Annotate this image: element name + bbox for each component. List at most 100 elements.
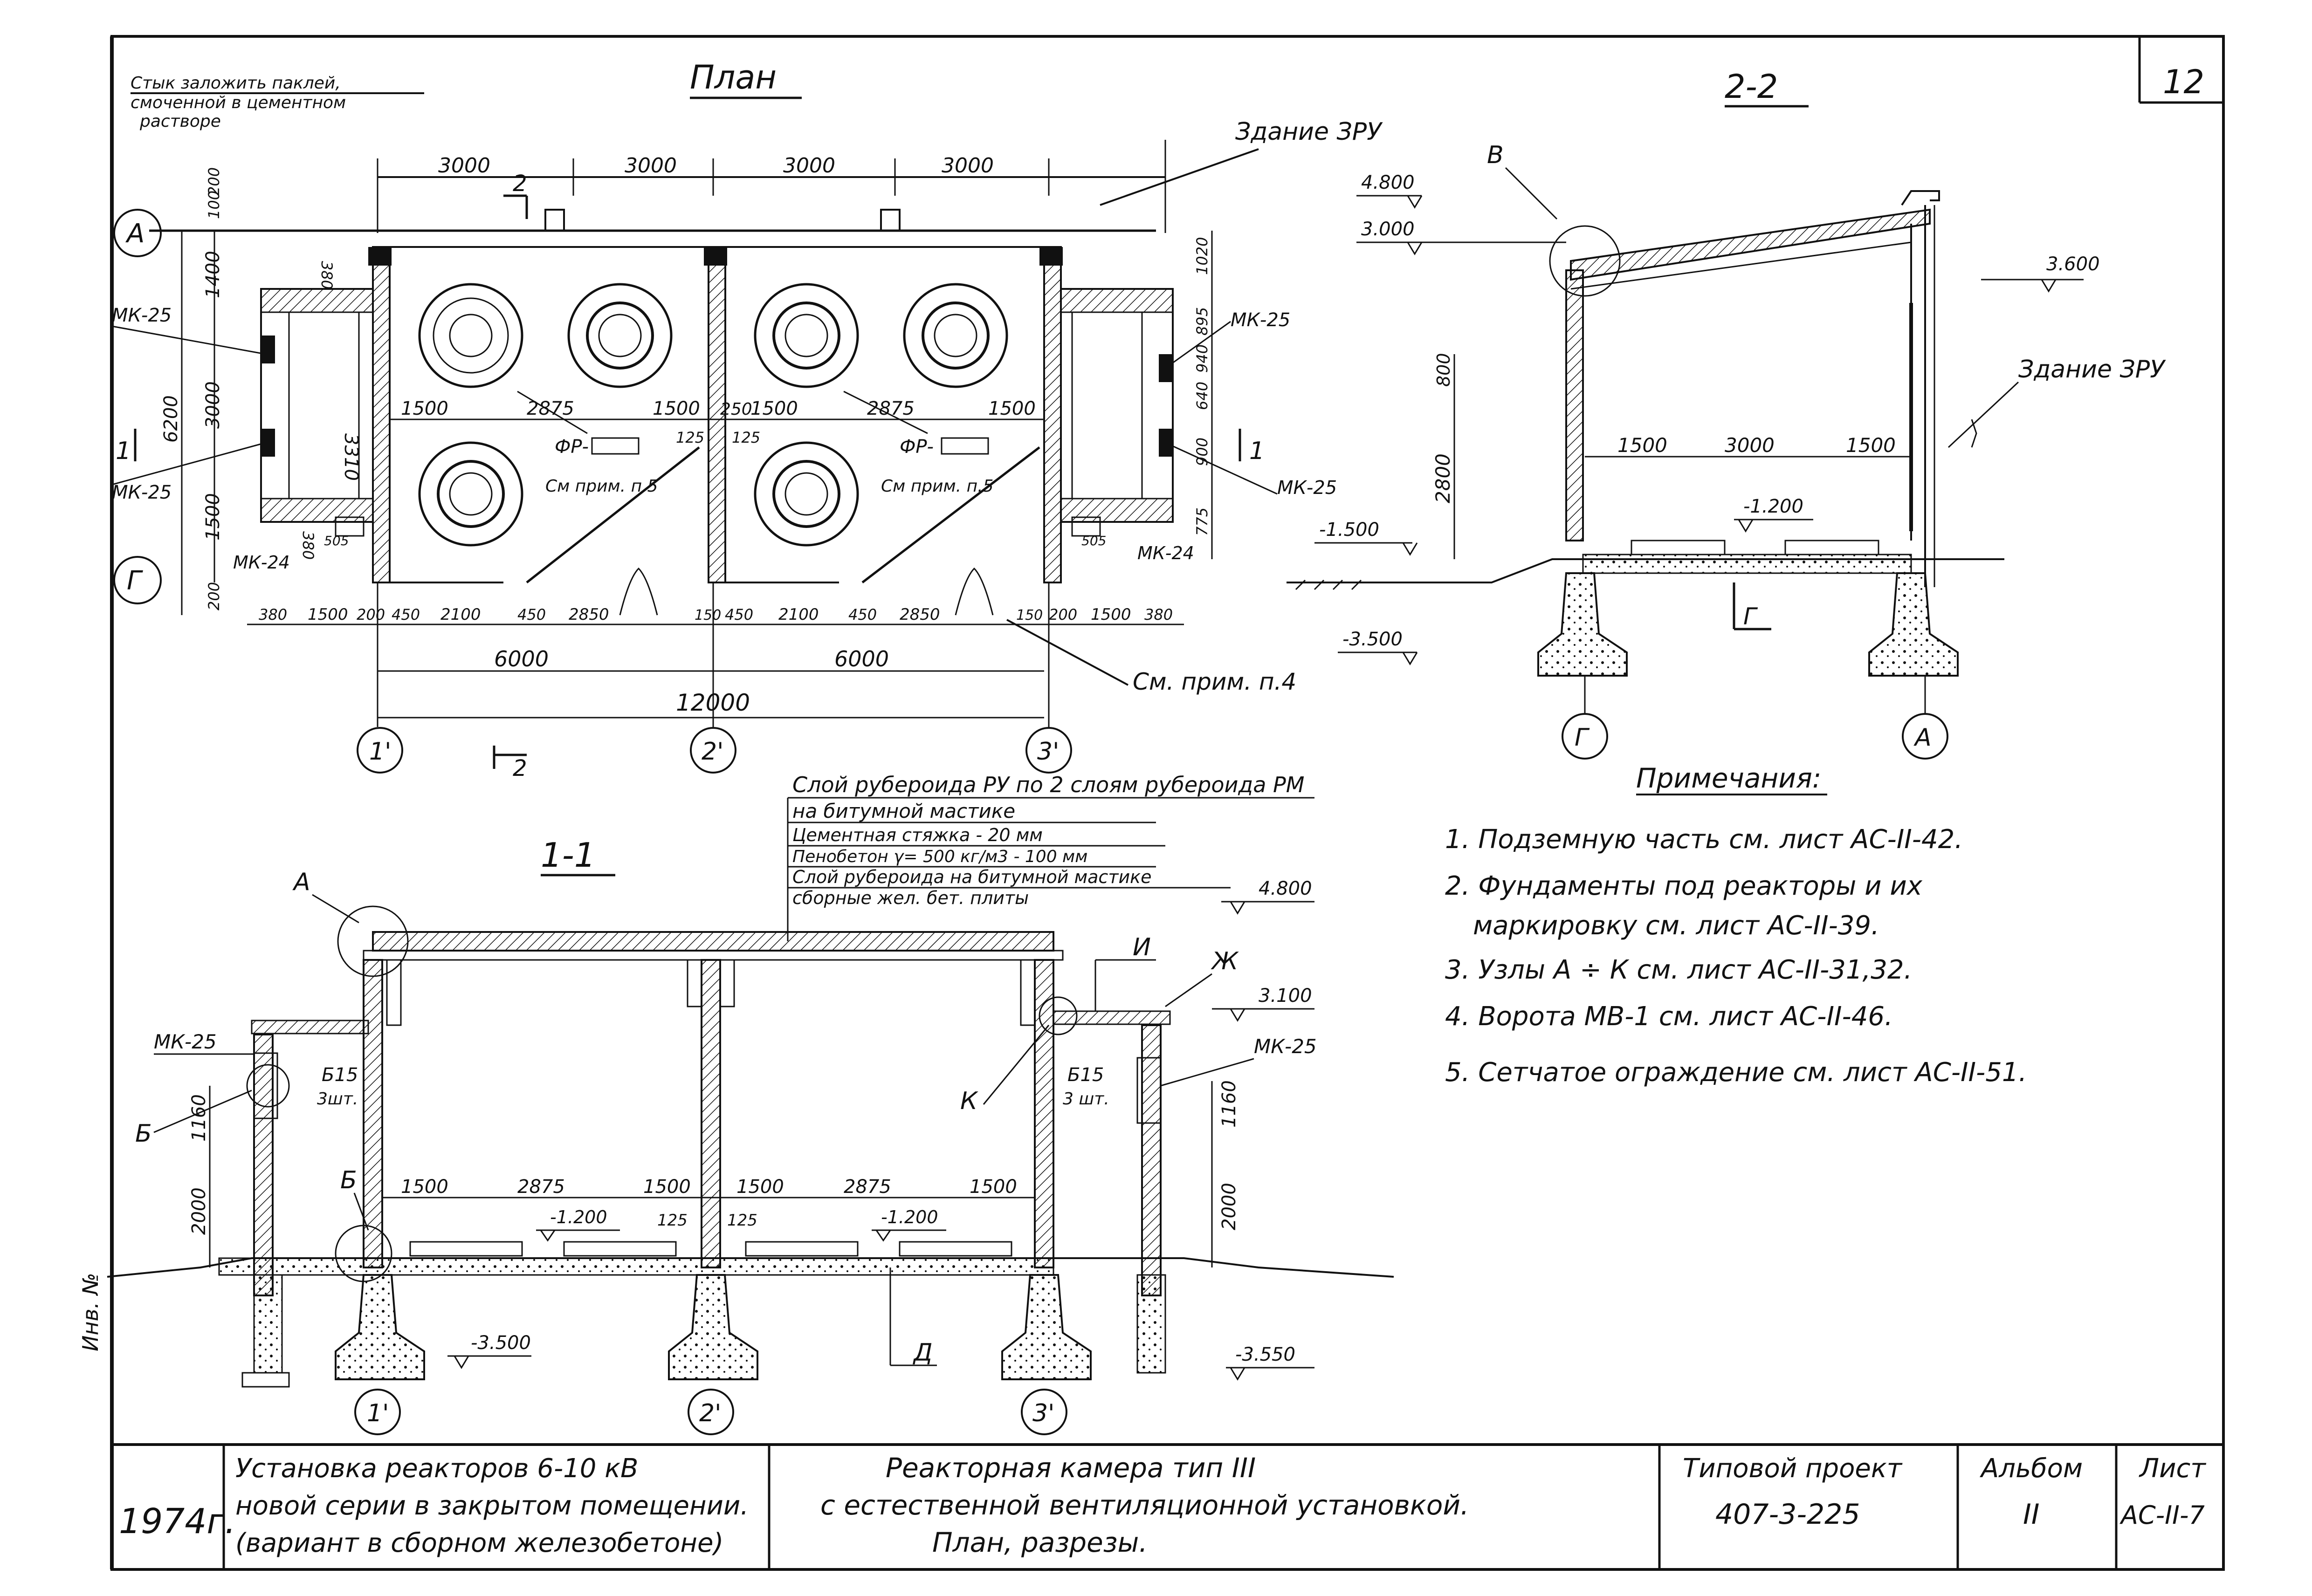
plan-title: План (690, 58, 777, 96)
plan-axis-2: 2' (702, 738, 723, 766)
section22-level-4: -1.500 (1319, 519, 1379, 541)
section22-building-label: Здание ЗРУ (2018, 356, 2166, 384)
plan-view: План Здание ЗРУ 3000 3000 3000 3000 2 (111, 58, 1383, 781)
corner-note-line-2: смоченной в цементном (131, 93, 346, 112)
plan-mk-5: МК-25 (1277, 477, 1337, 499)
plan-inner-dim: 3310 (340, 433, 362, 481)
title-left-3: (вариант в сборном железобетоне) (235, 1528, 723, 1558)
section11-inner-b-1: 125 (657, 1211, 688, 1230)
reactor-5 (903, 283, 1008, 388)
section11-title: 1-1 (541, 836, 596, 875)
plan-left-dim-4: 3000 (202, 381, 224, 429)
plan-small-dim-4: 505 (1081, 533, 1106, 548)
layer-6: сборные жел. бет. плиты (792, 888, 1029, 908)
section22-axis-a: А (1913, 724, 1932, 752)
section22-dim-1: 1500 (1617, 434, 1667, 457)
section11-node-i: И (1133, 933, 1151, 961)
plan-left-dim-5: 6200 (160, 395, 182, 443)
title-project-label: Типовой проект (1683, 1453, 1903, 1484)
section22-axis-g: Г (1575, 724, 1590, 752)
plan-top-dim-2: 3000 (625, 154, 677, 178)
plan-inner-a-7: 1500 (988, 398, 1036, 419)
section11-axis-3: 3' (1032, 1399, 1054, 1427)
plan-right-dim-2: 895 (1193, 307, 1211, 336)
title-album-value: II (2023, 1498, 2039, 1531)
section11-b15-1: Б15 (322, 1064, 358, 1086)
reactor-6 (754, 441, 859, 547)
margin-text: Инв. № (78, 1273, 103, 1351)
roof-layers: Слой рубероида РУ по 2 слоям рубероида Р… (787, 772, 1314, 941)
plan-mk-4: МК-25 (1231, 309, 1290, 331)
plan-right-dim-5: 900 (1193, 438, 1211, 466)
sheet-number: 12 (2163, 63, 2204, 101)
plan-top-dim-3: 3000 (783, 154, 835, 178)
section11-axis-2: 2' (699, 1399, 721, 1427)
reactor-1 (418, 283, 523, 388)
section22-node: В (1487, 141, 1504, 169)
title-project-number: 407-3-225 (1715, 1498, 1860, 1531)
note-2b: маркировку см. лист АС-II-39. (1473, 911, 1879, 941)
section11-mk-2: МК-25 (1254, 1035, 1317, 1058)
section22-level-2: 3.000 (1361, 219, 1415, 240)
section11-inner-1: 1500 (401, 1176, 448, 1198)
plan-inner-b-1: 125 (676, 429, 704, 446)
section22-dim-5: 2800 (1431, 453, 1454, 503)
plan-mk-3: МК-24 (233, 552, 290, 573)
plan-right-dim-6: 775 (1193, 507, 1211, 536)
section11-node-d: Д (913, 1339, 933, 1367)
title-center-2: с естественной вентиляционной установкой… (820, 1489, 1469, 1521)
section11-inner-3: 1500 (643, 1176, 691, 1198)
section11-inner-6: 1500 (970, 1176, 1017, 1198)
plan-bottom-dim-3: 200 (357, 606, 385, 623)
section-2-2: 2-2 В 4.800 3.000 3.600 Здание ЗРУ 1500 … (1287, 68, 2166, 760)
section11-dim-right-2: 2000 (1218, 1183, 1240, 1230)
sheet-frame (110, 35, 2225, 1571)
plan-inner-b-2: 125 (732, 429, 760, 446)
plan-small-dim-3: 505 (324, 533, 349, 548)
plan-bottom-dim-8: 150 (695, 607, 721, 623)
reactor-3 (418, 441, 523, 547)
note-5: 5. Сетчатое ограждение см. лист АС-II-51… (1445, 1057, 2027, 1088)
plan-note-gate: См. прим. п.4 (1133, 668, 1296, 695)
plan-row-axis-g: Г (127, 566, 143, 596)
plan-note-1: См прим. п.5 (545, 477, 658, 496)
plan-mk-2: МК-25 (112, 482, 172, 503)
plan-inner-a-4: 250 (720, 400, 752, 419)
reactor-2 (567, 283, 673, 388)
note-2: 2. Фундаменты под реакторы и их (1445, 871, 1923, 901)
corner-note-line-1: Стык заложить паклей, (131, 74, 341, 93)
section11-inner-5: 2875 (844, 1176, 891, 1198)
plan-bottom-dim-5: 2100 (440, 605, 481, 624)
layer-3: Цементная стяжка - 20 мм (792, 825, 1043, 845)
section11-inner-4: 1500 (736, 1176, 784, 1198)
plan-left-dim-1: 100 (205, 191, 223, 219)
section11-level-3: -1.200 (550, 1207, 607, 1227)
section11-b15-3: Б15 (1067, 1064, 1104, 1086)
section11-level-5: -3.500 (471, 1332, 531, 1354)
plan-section-mark-1-left: 1 (116, 437, 131, 465)
plan-bottom-dim-4: 450 (392, 606, 420, 623)
layer-4: Пенобетон γ= 500 кг/м3 - 100 мм (792, 847, 1087, 866)
title-album-label: Альбом (1980, 1453, 2083, 1484)
plan-section-mark-2-bottom: 2 (513, 755, 527, 781)
plan-right-dim-1: 1020 (1193, 237, 1211, 275)
plan-inner-a-5: 1500 (750, 398, 798, 419)
section22-dim-4: 800 (1433, 353, 1454, 387)
section11-dim-left-2: 2000 (188, 1187, 210, 1235)
plan-bottom-dim-10: 2100 (778, 605, 819, 624)
section11-mk-1: МК-25 (154, 1030, 217, 1053)
plan-cell-label-2: ФР- (900, 436, 934, 458)
plan-half-dim-1: 6000 (494, 646, 549, 671)
section11-level-6: -3.550 (1235, 1344, 1295, 1365)
plan-inner-a-1: 1500 (401, 398, 448, 419)
plan-bottom-dim-16: 380 (1144, 606, 1173, 623)
plan-half-dim-2: 6000 (834, 646, 889, 671)
notes: Примечания: 1. Подземную часть см. лист … (1445, 762, 2027, 1088)
plan-bottom-dim-6: 450 (517, 606, 546, 623)
section11-level-4: -1.200 (881, 1207, 938, 1227)
plan-inner-a-6: 2875 (867, 398, 915, 419)
section11-node-b1: Б (135, 1120, 152, 1148)
section22-level-1: 4.800 (1361, 172, 1415, 193)
note-1: 1. Подземную часть см. лист АС-II-42. (1445, 824, 1963, 855)
